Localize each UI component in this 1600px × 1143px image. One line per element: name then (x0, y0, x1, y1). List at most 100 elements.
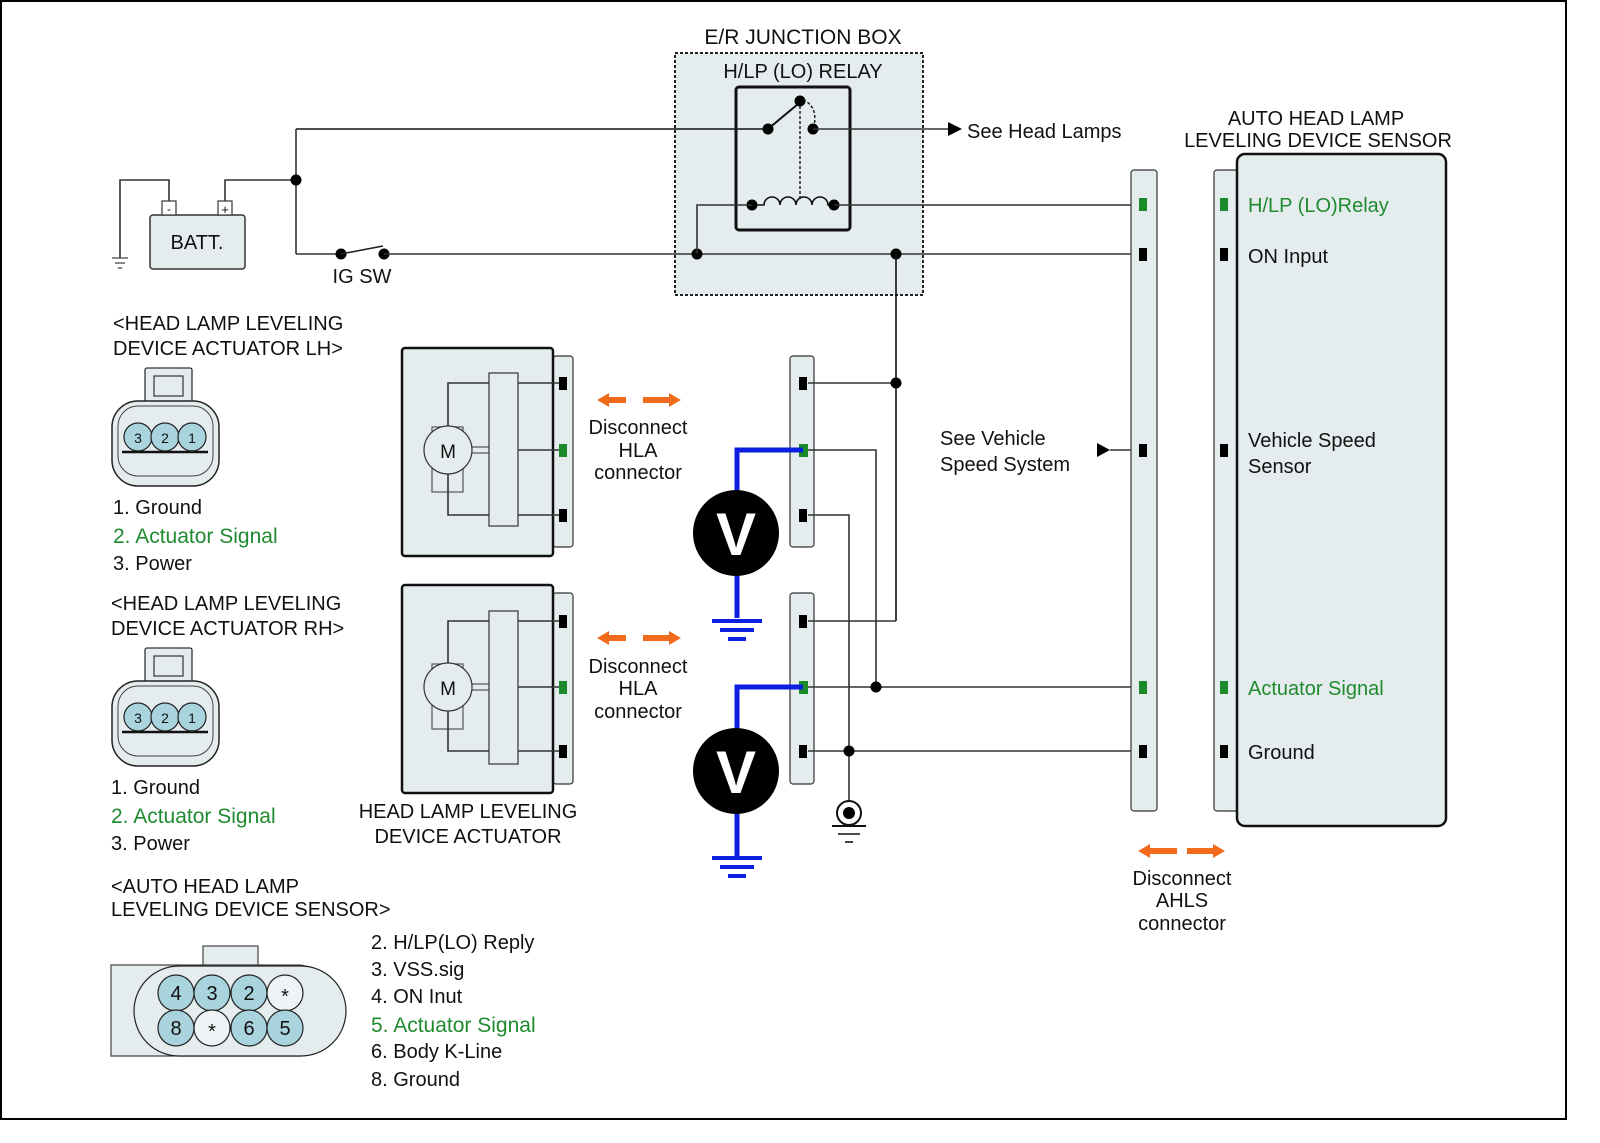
harness-pin-signal (799, 681, 808, 694)
junction-node (890, 377, 902, 389)
arrow-head-lamps-icon (948, 122, 962, 136)
see-vehicle-speed-link[interactable]: See Vehicle (940, 428, 1046, 450)
harness-pin-ground (799, 509, 807, 522)
pin-power (559, 377, 567, 390)
arrow-right-icon (643, 631, 681, 645)
arrow-vehicle-speed-icon (1097, 443, 1110, 457)
disconnect-hla-text: connector (594, 462, 682, 484)
relay-label: H/LP (LO) RELAY (723, 61, 882, 83)
wire-battery-pos (224, 179, 296, 201)
wire-battery-ground (119, 179, 170, 258)
voltmeter-icon (693, 490, 779, 576)
disconnect-hla-text: Disconnect (589, 656, 688, 678)
relay-coil-icon (757, 196, 829, 206)
sensor-pin (1220, 198, 1228, 211)
voltmeter-label: V (716, 739, 756, 806)
actuator-rh-component: M (400, 583, 574, 795)
actuator-lh-title: DEVICE ACTUATOR LH> (113, 338, 343, 360)
sensor-terminal-label: Ground (1248, 742, 1315, 764)
probe-lead-positive (734, 684, 803, 735)
sensor-terminal-label: H/LP (LO)Relay (1248, 195, 1389, 217)
actuator-rh-driver (488, 610, 519, 765)
arrow-right-icon (1187, 844, 1225, 858)
battery-pos-label: + (221, 202, 229, 217)
wire-lh-signal (808, 449, 877, 687)
harness-pin-ground (799, 745, 807, 758)
junction-node (870, 681, 882, 693)
pin-number: * (208, 1021, 216, 1043)
ahls-harness-pin (1139, 198, 1147, 211)
sensor-pin-empty (193, 1009, 231, 1047)
sensor-connector-title: LEVELING DEVICE SENSOR> (111, 899, 391, 921)
disconnect-hla-text: Disconnect (589, 417, 688, 439)
pin-ground (559, 745, 567, 758)
disconnect-ahls: Disconnect AHLS connector (1133, 844, 1232, 935)
actuator-lh-driver (488, 372, 519, 527)
wire-coil-feed (696, 204, 752, 254)
actuator-rh-title: DEVICE ACTUATOR RH> (111, 618, 344, 640)
probe-lead-positive (734, 447, 803, 500)
pin-number: 8 (170, 1018, 181, 1040)
sensor-body (1235, 152, 1448, 828)
voltmeter-icon (693, 728, 779, 814)
pin-number: 2 (161, 430, 169, 446)
see-vehicle-speed-link[interactable]: Speed System (940, 454, 1070, 476)
pin-list-item: 6. Body K-Line (371, 1041, 502, 1063)
pin-list-item: 1. Ground (111, 777, 200, 799)
pin-power (559, 615, 567, 628)
actuator-caption-line2: DEVICE ACTUATOR (374, 826, 561, 848)
junction-box-title: E/R JUNCTION BOX (704, 26, 901, 49)
ig-sw-label: IG SW (333, 266, 392, 288)
pin-number: 3 (134, 710, 142, 726)
ahls-harness-pin (1139, 248, 1147, 261)
pin-number: 3 (206, 983, 217, 1005)
pin-number: 5 (279, 1018, 290, 1040)
harness-pin-power (799, 377, 807, 390)
chassis-ground-icon (112, 257, 128, 269)
disconnect-ahls-text: AHLS (1156, 890, 1208, 912)
relay-arc (802, 99, 816, 127)
sensor-terminal-label: Vehicle Speed (1248, 430, 1376, 452)
sensor-terminal-label: Sensor (1248, 456, 1312, 478)
disconnect-hla-text: HLA (619, 678, 659, 700)
pin-list-item: 3. VSS.sig (371, 959, 464, 981)
voltmeter-upper[interactable]: V (693, 447, 803, 641)
arrow-right-icon (643, 393, 681, 407)
sensor-terminal-label: Actuator Signal (1248, 678, 1384, 700)
disconnect-hla-text: connector (594, 701, 682, 723)
actuator-caption-line1: HEAD LAMP LEVELING (359, 801, 578, 823)
relay-contact-pivot (794, 95, 806, 107)
pin-number: 2 (243, 983, 254, 1005)
sensor-title-line1: AUTO HEAD LAMP (1228, 108, 1404, 130)
pin-list-item: 2. H/LP(LO) Reply (371, 932, 534, 954)
pin-list-item: 4. ON Inut (371, 986, 463, 1008)
pin-actuator-signal (559, 444, 567, 457)
actuator-rh-title: <HEAD LAMP LEVELING (111, 593, 341, 615)
pin-ground (559, 509, 567, 522)
disconnect-ahls-text: connector (1138, 913, 1226, 935)
disconnect-hla-upper: Disconnect HLA connector (589, 393, 688, 484)
junction-node (290, 174, 302, 186)
body-ground-icon (832, 800, 866, 843)
disconnect-hla-lower: Disconnect HLA connector (589, 631, 688, 723)
relay-switch-arm (767, 103, 799, 130)
voltmeter-lower[interactable]: V (693, 684, 803, 878)
actuator-rh-connector-face: 3 2 1 (111, 647, 220, 767)
sensor-pin (1220, 444, 1228, 457)
motor-label: M (440, 442, 456, 463)
disconnect-hla-text: HLA (619, 440, 659, 462)
pin-number: 3 (134, 430, 142, 446)
ahls-harness-pin (1139, 681, 1147, 694)
actuator-lh-component: M (400, 346, 574, 558)
sensor-pin (1220, 248, 1228, 261)
pin-list-item: 1. Ground (113, 497, 202, 519)
pin-number: 1 (188, 710, 196, 726)
pin-list-item: 8. Ground (371, 1069, 460, 1091)
arrow-left-icon (597, 393, 626, 407)
see-head-lamps-link[interactable]: See Head Lamps (967, 121, 1122, 143)
ahls-harness-connector (1130, 169, 1158, 812)
battery-body (149, 214, 246, 270)
relay-body (734, 85, 852, 232)
sensor-pin (1220, 681, 1228, 694)
